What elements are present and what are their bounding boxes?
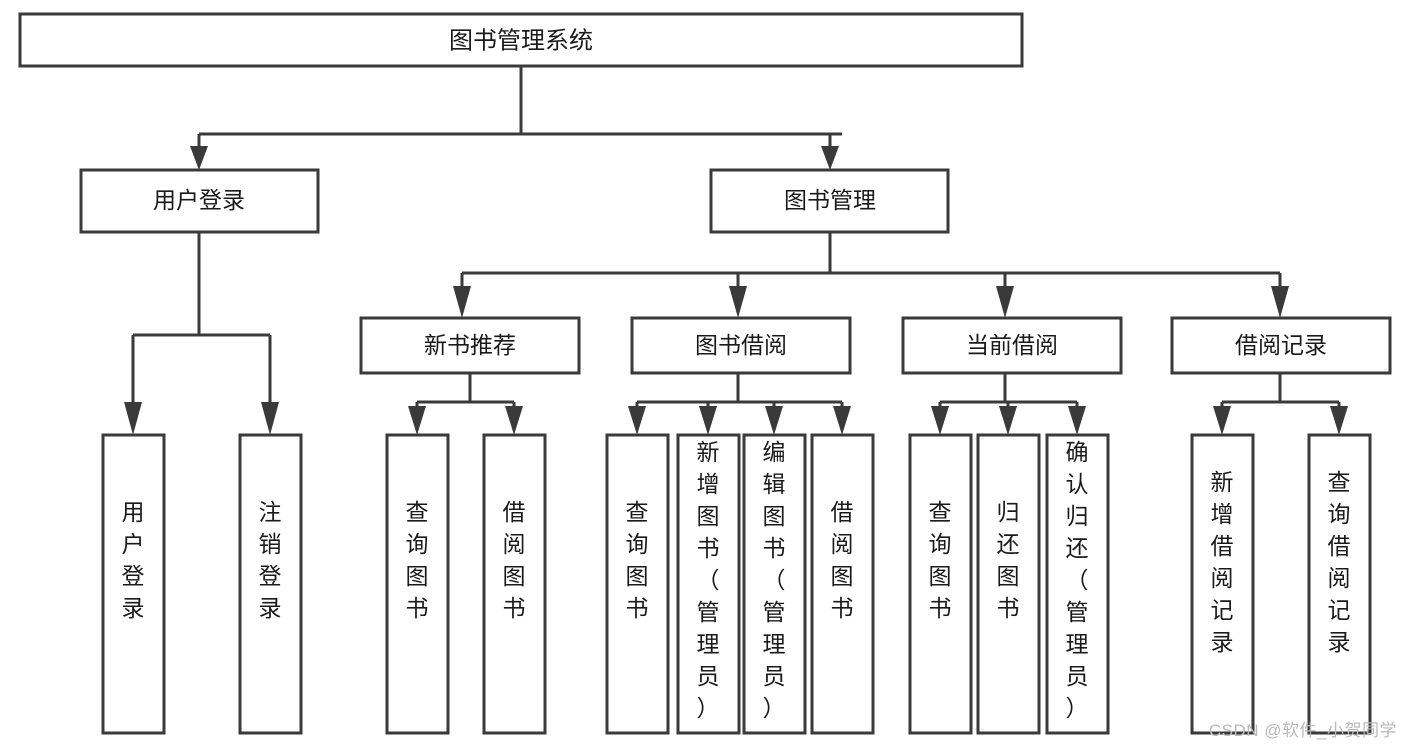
arrow-head-bookborrow-leaf-1 bbox=[628, 406, 646, 435]
csdn-watermark: CSDN @软件_小贺同学 bbox=[1208, 721, 1397, 740]
leaf-label-borrow-addbook: 新增图书（管理员） bbox=[697, 439, 720, 721]
arrow-head-logout-leaf bbox=[261, 402, 279, 435]
leaf-box-record-query[interactable] bbox=[1307, 433, 1372, 735]
arrow-head-bookborrow-leaf-2 bbox=[699, 406, 717, 435]
leaf-box-borrow-borrowbook[interactable] bbox=[810, 433, 875, 735]
arrow-head-bookborrow bbox=[729, 286, 747, 318]
leaf-box-newbook-borrow[interactable] bbox=[482, 433, 547, 735]
leaf-label-borrow-borrowbook: 借阅图书 bbox=[831, 499, 854, 621]
arrow-head-bookborrow-leaf-3 bbox=[765, 406, 783, 435]
leaf-node[interactable]: 查询借阅记录 bbox=[1307, 433, 1372, 735]
book-borrow-label: 图书借阅 bbox=[695, 332, 787, 358]
root-box[interactable] bbox=[18, 12, 1024, 68]
leaf-box-newbook-query[interactable] bbox=[385, 433, 450, 735]
leaf-box-borrow-addbook[interactable] bbox=[676, 433, 741, 735]
leaf-box-current-confirm[interactable] bbox=[1045, 433, 1110, 735]
leaf-label-current-query: 查询图书 bbox=[929, 499, 952, 621]
leaf-box-borrow-editbook[interactable] bbox=[742, 433, 807, 735]
node-root[interactable]: 图书管理系统 bbox=[18, 12, 1024, 68]
new-book-recommend-box[interactable] bbox=[359, 316, 581, 375]
arrow-head-currentborrow bbox=[996, 286, 1014, 318]
leaf-label-borrow-query: 查询图书 bbox=[626, 499, 649, 621]
leaf-label-record-add: 新增借阅记录 bbox=[1211, 469, 1234, 655]
arrow-head-newbook bbox=[453, 286, 471, 318]
leaf-node[interactable]: 新增借阅记录 bbox=[1190, 433, 1255, 735]
root-label: 图书管理系统 bbox=[449, 27, 593, 54]
leaf-node[interactable]: 归还图书 bbox=[976, 433, 1041, 735]
leaf-label-current-confirm: 确认归还（管理员） bbox=[1066, 439, 1089, 721]
leaf-node[interactable]: 编辑图书（管理员） bbox=[742, 433, 807, 735]
leaf-box-current-query[interactable] bbox=[908, 433, 973, 735]
node-user-login[interactable]: 用户登录 bbox=[79, 168, 320, 234]
current-borrow-box[interactable] bbox=[901, 316, 1123, 375]
borrow-record-box[interactable] bbox=[1170, 316, 1392, 375]
arrow-head-bookborrow-leaf-4 bbox=[833, 406, 851, 435]
leaf-node[interactable]: 查询图书 bbox=[908, 433, 973, 735]
leaf-box-logout[interactable] bbox=[238, 433, 303, 735]
arrow-head-bookmgmt bbox=[821, 146, 839, 170]
book-management-label: 图书管理 bbox=[784, 187, 876, 213]
leaf-label-user-login: 用户登录 bbox=[122, 499, 145, 621]
leaf-label-current-return: 归还图书 bbox=[997, 499, 1020, 621]
node-book-management[interactable]: 图书管理 bbox=[709, 168, 950, 234]
current-borrow-label: 当前借阅 bbox=[966, 332, 1058, 358]
leaf-label-logout: 注销登录 bbox=[259, 499, 282, 621]
arrow-head-borrowrecord-leaf-2 bbox=[1330, 406, 1348, 435]
arrow-head-borrowrecord bbox=[1271, 286, 1289, 318]
arrow-head-currentborrow-leaf-2 bbox=[999, 406, 1017, 435]
leaf-node[interactable]: 确认归还（管理员） bbox=[1045, 433, 1110, 735]
leaf-box-user-login[interactable] bbox=[101, 433, 166, 735]
new-book-recommend-label: 新书推荐 bbox=[424, 332, 516, 358]
leaf-box-borrow-query[interactable] bbox=[605, 433, 670, 735]
node-current-borrow[interactable]: 当前借阅 bbox=[901, 316, 1123, 375]
arrow-head-user-login-leaf bbox=[124, 402, 142, 435]
leaf-label-borrow-editbook: 编辑图书（管理员） bbox=[763, 439, 786, 721]
leaf-node[interactable]: 借阅图书 bbox=[810, 433, 875, 735]
node-borrow-record[interactable]: 借阅记录 bbox=[1170, 316, 1392, 375]
leaf-label-newbook-query: 查询图书 bbox=[406, 499, 429, 621]
arrow-head-borrowrecord-leaf-1 bbox=[1213, 406, 1231, 435]
leaf-box-record-add[interactable] bbox=[1190, 433, 1255, 735]
leaf-node[interactable]: 新增图书（管理员） bbox=[676, 433, 741, 735]
node-new-book-recommend[interactable]: 新书推荐 bbox=[359, 316, 581, 375]
arrow-head-newbook-leaf-2 bbox=[505, 406, 523, 435]
borrow-record-label: 借阅记录 bbox=[1235, 332, 1327, 358]
leaf-node[interactable]: 查询图书 bbox=[605, 433, 670, 735]
leaf-label-record-query: 查询借阅记录 bbox=[1328, 469, 1351, 655]
leaf-node[interactable]: 查询图书 bbox=[385, 433, 450, 735]
user-login-box[interactable] bbox=[79, 168, 320, 234]
book-management-box[interactable] bbox=[709, 168, 950, 234]
connector-layer bbox=[124, 66, 1348, 435]
leaf-node[interactable]: 用户登录 bbox=[101, 433, 166, 735]
leaf-node[interactable]: 注销登录 bbox=[238, 433, 303, 735]
leaf-box-current-return[interactable] bbox=[976, 433, 1041, 735]
arrow-head-userlogin bbox=[190, 146, 208, 170]
arrow-head-newbook-leaf-1 bbox=[408, 406, 426, 435]
user-login-label: 用户登录 bbox=[153, 187, 245, 213]
node-book-borrow[interactable]: 图书借阅 bbox=[630, 316, 852, 375]
book-borrow-box[interactable] bbox=[630, 316, 852, 375]
arrow-head-currentborrow-leaf-1 bbox=[931, 406, 949, 435]
leaf-label-newbook-borrow: 借阅图书 bbox=[503, 499, 526, 621]
arrow-head-currentborrow-leaf-3 bbox=[1068, 406, 1086, 435]
leaf-node[interactable]: 借阅图书 bbox=[482, 433, 547, 735]
